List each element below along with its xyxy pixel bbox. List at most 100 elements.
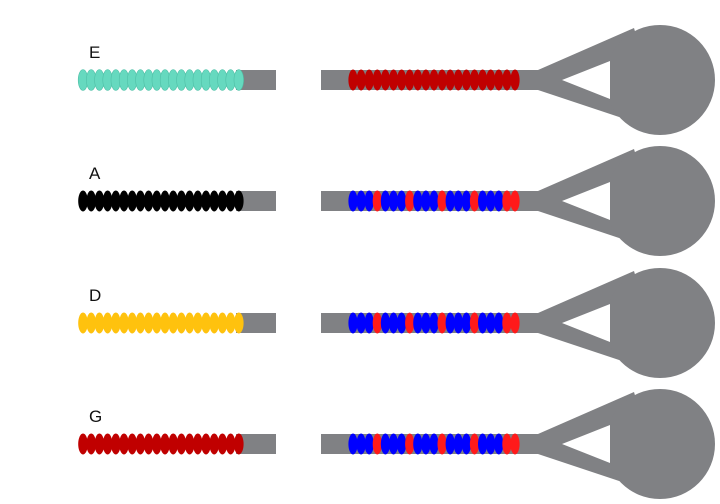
winding-loop [469, 190, 480, 212]
winding-loop [356, 190, 366, 212]
winding-loop [494, 312, 504, 334]
winding-loop [405, 312, 415, 334]
winding-loop [478, 433, 488, 455]
winding-loop [486, 69, 496, 91]
winding-loop [119, 312, 129, 334]
winding-loop [437, 69, 447, 91]
winding-loop [364, 69, 374, 91]
winding-loop [364, 312, 374, 334]
ball-end-loop [538, 389, 715, 499]
winding-loop [152, 433, 162, 455]
winding-loop [193, 433, 203, 455]
winding-loop [234, 433, 244, 455]
string-label: A [89, 164, 101, 183]
string-row-G: G [78, 389, 715, 499]
winding-loop [160, 433, 170, 455]
winding-loop [209, 433, 219, 455]
winding-loop [135, 433, 146, 455]
winding-loop [102, 190, 113, 212]
loop-opening [562, 182, 610, 220]
winding-loop [111, 312, 121, 334]
winding-loop [233, 69, 244, 91]
right-winding [348, 433, 520, 455]
ball-end-loop [538, 146, 715, 256]
winding-loop [421, 69, 431, 91]
winding-loop [429, 312, 439, 334]
winding-loop [397, 433, 407, 455]
winding-loop [372, 69, 382, 91]
loop-opening [562, 61, 610, 99]
winding-loop [201, 312, 211, 334]
ball-end [605, 146, 715, 256]
right-winding [348, 190, 520, 212]
winding-loop [502, 312, 512, 334]
left-string-stub [236, 191, 276, 211]
winding-loop [356, 312, 366, 334]
winding-loop [461, 69, 471, 91]
right-winding [348, 69, 520, 91]
winding-loop [356, 433, 366, 455]
winding-loop [486, 312, 496, 334]
winding-loop [176, 433, 187, 455]
winding-loop [445, 190, 455, 212]
winding-loop [225, 312, 236, 334]
winding-loop [380, 312, 390, 334]
winding-loop [380, 433, 390, 455]
winding-loop [78, 312, 88, 334]
winding-loop [86, 433, 96, 455]
winding-loop [405, 190, 415, 212]
winding-loop [127, 433, 137, 455]
winding-loop [445, 312, 455, 334]
winding-loop [234, 312, 244, 334]
winding-loop [348, 69, 358, 91]
string-label: G [89, 407, 102, 426]
winding-loop [364, 190, 374, 212]
winding-loop [184, 312, 195, 334]
winding-loop [437, 433, 447, 455]
winding-loop [225, 190, 236, 212]
winding-loop [94, 190, 105, 212]
winding-loop [388, 190, 399, 212]
winding-loop [209, 190, 219, 212]
winding-loop [388, 312, 399, 334]
ball-end-loop [538, 268, 715, 378]
winding-loop [168, 433, 178, 455]
winding-loop [445, 69, 455, 91]
winding-loop [380, 69, 390, 91]
winding-loop [494, 433, 504, 455]
winding-loop [453, 190, 463, 212]
winding-loop [397, 190, 407, 212]
winding-loop [78, 433, 88, 455]
winding-loop [413, 312, 423, 334]
winding-loop [119, 433, 129, 455]
winding-loop [429, 190, 439, 212]
winding-loop [86, 190, 96, 212]
winding-loop [176, 190, 187, 212]
winding-loop [380, 190, 390, 212]
ball-end [605, 268, 715, 378]
string-label: E [89, 43, 100, 62]
winding-loop [502, 433, 512, 455]
winding-loop [372, 190, 382, 212]
winding-loop [486, 433, 496, 455]
winding-loop [348, 312, 358, 334]
winding-loop [143, 433, 154, 455]
left-winding [77, 69, 244, 91]
winding-loop [405, 69, 415, 91]
left-string-stub [236, 70, 276, 90]
winding-loop [152, 312, 162, 334]
winding-loop [469, 433, 480, 455]
winding-loop [437, 190, 447, 212]
string-row-A: A [78, 146, 715, 256]
left-string-stub [236, 313, 276, 333]
winding-loop [143, 312, 154, 334]
winding-loop [184, 190, 195, 212]
winding-loop [413, 190, 423, 212]
winding-loop [94, 433, 105, 455]
winding-loop [193, 312, 203, 334]
winding-loop [168, 312, 178, 334]
winding-loop [453, 312, 463, 334]
winding-loop [494, 69, 504, 91]
winding-loop [429, 433, 439, 455]
